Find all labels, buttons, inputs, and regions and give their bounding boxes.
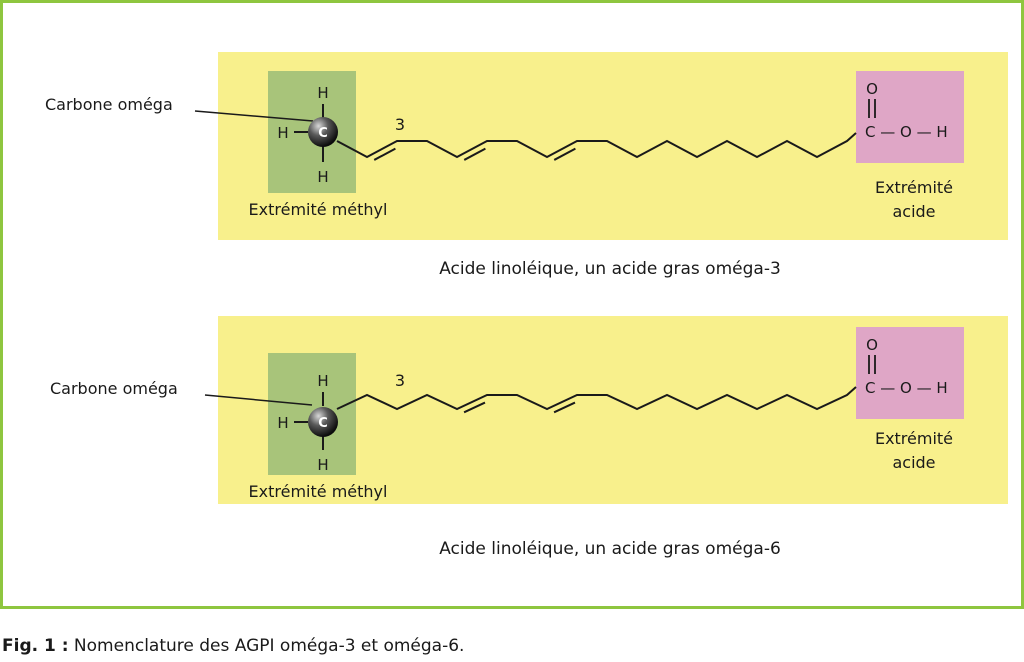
- double-bond-line: [553, 147, 576, 161]
- omega-carbon-label: Carbone oméga: [50, 379, 178, 398]
- double-bond-line: [553, 401, 576, 414]
- methyl-end-label: Extrémité méthyl: [249, 482, 388, 501]
- omega-carbon-atom: [308, 117, 338, 147]
- hydrogen-top: H: [317, 372, 328, 390]
- panel-omega-6: Carbone oméga H H H C 3 Extrémité méthyl…: [50, 316, 1008, 559]
- double-bond-line: [373, 147, 396, 161]
- position-number: 3: [395, 371, 405, 390]
- figure-caption-prefix: Fig. 1 :: [2, 636, 69, 656]
- hydrogen-top: H: [317, 84, 328, 102]
- carbonyl-oxygen: O: [866, 80, 878, 98]
- hydrogen-bottom: H: [317, 168, 328, 186]
- omega-carbon-label: Carbone oméga: [45, 95, 173, 114]
- figure-caption-text: Nomenclature des AGPI oméga-3 et oméga-6…: [68, 636, 465, 656]
- acid-end-box: [856, 327, 964, 419]
- carbon-chain: [336, 386, 857, 411]
- carboxyl-formula: C — O — H: [865, 379, 948, 397]
- acid-end-label-line1: Extrémité: [875, 429, 953, 448]
- carboxyl-formula: C — O — H: [865, 123, 948, 141]
- panel-omega-3: Carbone oméga H H H C 3 Extrémité méthyl…: [45, 52, 1008, 279]
- carbonyl-oxygen: O: [866, 336, 878, 354]
- hydrogen-left: H: [277, 414, 288, 432]
- position-number: 3: [395, 115, 405, 134]
- methyl-end-label: Extrémité méthyl: [249, 200, 388, 219]
- acid-end-label-line2: acide: [892, 453, 935, 472]
- hydrogen-left: H: [277, 124, 288, 142]
- omega-carbon-atom: [308, 407, 338, 437]
- panel-caption: Acide linoléique, un acide gras oméga-3: [439, 259, 781, 279]
- hydrogen-bottom: H: [317, 456, 328, 474]
- double-bond-line: [463, 147, 486, 161]
- double-bonds: [373, 147, 576, 161]
- carbon-chain: [336, 132, 857, 159]
- double-bonds: [463, 401, 576, 414]
- acid-end-box: [856, 71, 964, 163]
- omega-pointer-line: [204, 394, 313, 406]
- acid-end-label-line1: Extrémité: [875, 178, 953, 197]
- carbon-symbol: C: [318, 126, 328, 141]
- double-bond-line: [463, 401, 486, 414]
- panel-caption: Acide linoléique, un acide gras oméga-6: [439, 539, 781, 559]
- acid-end-label-line2: acide: [892, 202, 935, 221]
- carbon-symbol: C: [318, 416, 328, 431]
- omega-pointer-line: [194, 110, 314, 122]
- figure-caption: Fig. 1 : Nomenclature des AGPI oméga-3 e…: [2, 636, 464, 656]
